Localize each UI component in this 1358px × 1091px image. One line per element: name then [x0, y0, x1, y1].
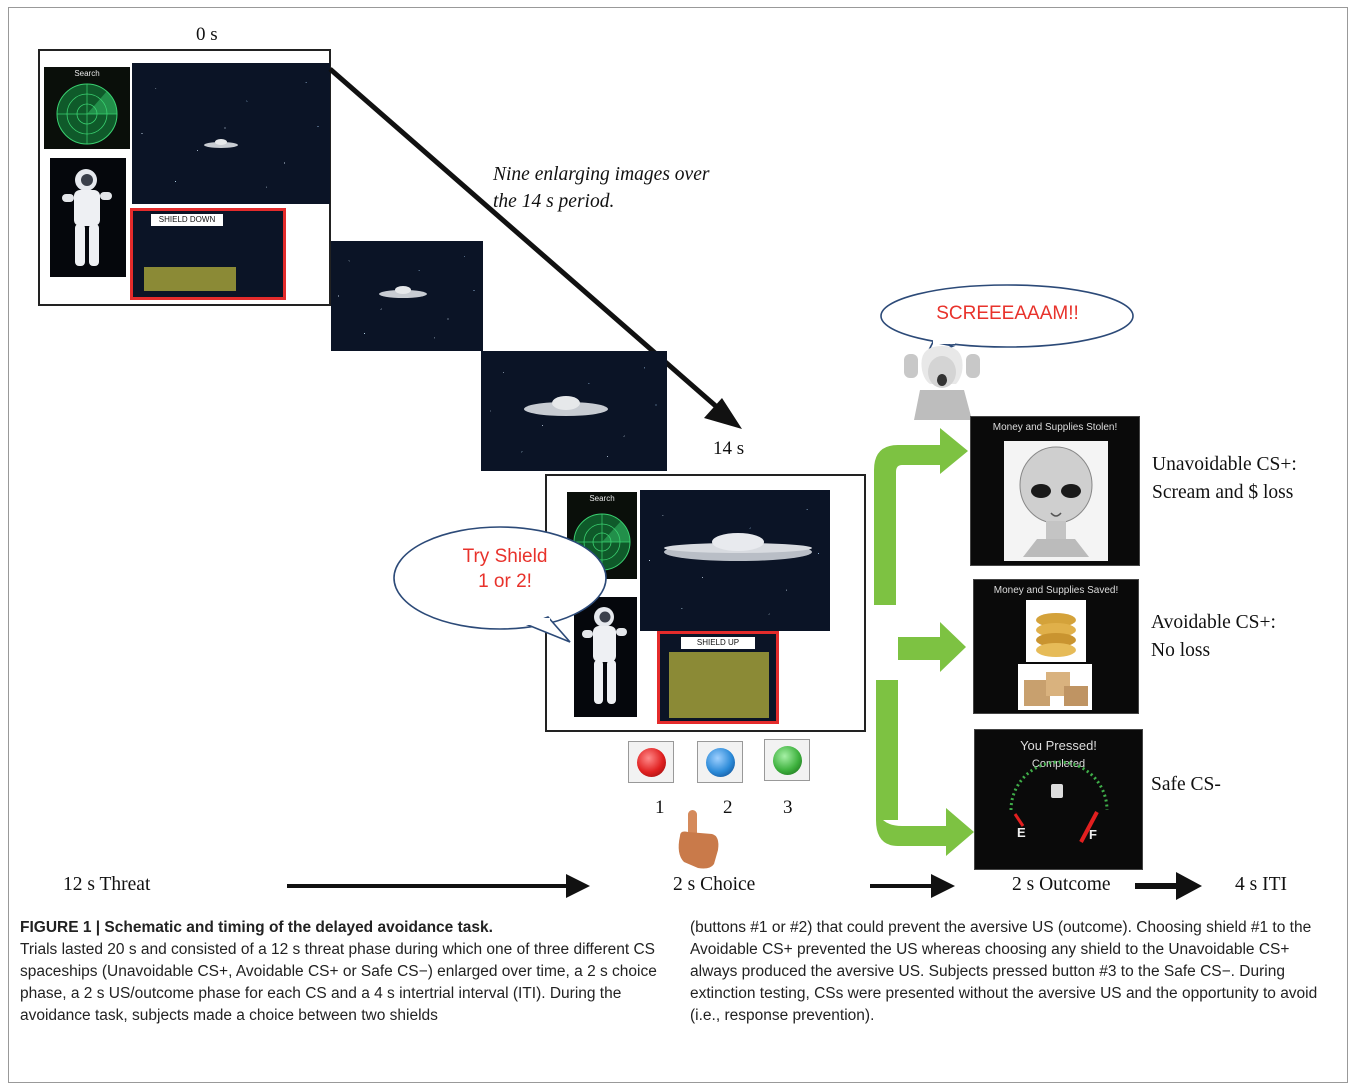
astronaut-icon	[582, 607, 627, 704]
caption-heading: FIGURE 1 | Schematic and timing of the d…	[20, 919, 493, 936]
radar-icon	[56, 83, 118, 145]
caption-right-text: (buttons #1 or #2) that could prevent th…	[690, 919, 1318, 1024]
outcome-label-line1: Avoidable CS+:	[1151, 612, 1276, 633]
outcome-label-line1: Unavoidable CS+:	[1152, 454, 1297, 475]
astronaut-icon	[62, 169, 112, 266]
screaming-woman-icon	[904, 346, 980, 420]
outcome-label-line2: Scream and $ loss	[1152, 482, 1294, 503]
ufo-icon	[379, 286, 427, 298]
time-label-14s: 14 s	[713, 438, 745, 459]
initial-screen: Search SHIELD DOWN	[38, 49, 331, 306]
radar-panel: Search	[44, 67, 130, 149]
astronaut-panel	[50, 158, 126, 277]
outcome-title: Money and Supplies Saved!	[993, 585, 1119, 596]
scream-text: SCREEEAAAM!!	[936, 303, 1079, 324]
timeline-iti: 4 s ITI	[1235, 874, 1287, 895]
gauge-empty-label: E	[1017, 825, 1026, 840]
button-1[interactable]	[628, 741, 674, 783]
button-3[interactable]	[764, 739, 810, 781]
intermediate-frame-2	[481, 351, 667, 471]
shield-field	[669, 652, 769, 718]
button-label-3: 3	[783, 797, 793, 818]
outcome-label-line2: No loss	[1151, 640, 1211, 661]
alien-icon	[1004, 441, 1108, 561]
blue-button-icon	[706, 748, 735, 777]
spaceship-view	[132, 63, 330, 204]
outcome-subtitle: Completed	[1031, 758, 1086, 770]
coins-and-boxes-icon	[1018, 600, 1092, 710]
outcome-title: You Pressed!	[1020, 738, 1097, 753]
outcome-screen-safe: You Pressed! Completed E F	[974, 729, 1143, 870]
gauge-full-label: F	[1089, 827, 1097, 842]
enlarge-note: Nine enlarging images over the 14 s peri…	[493, 164, 710, 212]
button-2[interactable]	[697, 741, 743, 783]
caption-left-text: Trials lasted 20 s and consisted of a 12…	[20, 941, 657, 1024]
red-button-icon	[637, 748, 666, 777]
radar-label: Search	[589, 494, 615, 503]
figure-caption-left: FIGURE 1 | Schematic and timing of the d…	[20, 917, 670, 1027]
pointing-hand-icon	[678, 810, 719, 869]
figure-caption-right: (buttons #1 or #2) that could prevent th…	[690, 917, 1338, 1027]
shield-up-panel: SHIELD UP	[657, 631, 779, 724]
outcome-screen-avoidable: Money and Supplies Saved!	[973, 579, 1139, 714]
shield-up-label: SHIELD UP	[681, 637, 755, 649]
intermediate-frame-1	[331, 241, 483, 351]
outcome-title: Money and Supplies Stolen!	[992, 422, 1118, 433]
outcome-label-safe: Safe CS-	[1151, 774, 1221, 795]
outcome-screen-unavoidable: Money and Supplies Stolen!	[970, 416, 1140, 566]
fuel-gauge-icon	[1009, 760, 1109, 843]
ufo-icon	[524, 396, 608, 416]
outcome-label-avoidable: Avoidable CS+: No loss	[1151, 609, 1276, 665]
button-label-2: 2	[723, 797, 733, 818]
timeline-threat: 12 s Threat	[63, 874, 151, 895]
timeline-outcome: 2 s Outcome	[1012, 874, 1111, 895]
try-shield-bubble	[393, 526, 607, 643]
green-button-icon	[773, 746, 802, 775]
button-label-1: 1	[655, 797, 665, 818]
astronaut-panel	[574, 597, 637, 717]
time-label-0s: 0 s	[196, 24, 218, 45]
outcome-label-unavoidable: Unavoidable CS+: Scream and $ loss	[1152, 451, 1297, 507]
figure-frame	[8, 7, 1348, 1083]
radar-label: Search	[74, 69, 100, 78]
try-shield-text: Try Shield 1 or 2!	[462, 546, 548, 592]
ufo-icon	[664, 533, 812, 561]
shield-field	[144, 267, 236, 291]
timeline-choice: 2 s Choice	[673, 874, 756, 895]
spaceship-view	[640, 490, 830, 631]
shield-down-label: SHIELD DOWN	[151, 214, 223, 226]
ufo-icon	[204, 139, 238, 148]
shield-down-panel: SHIELD DOWN	[130, 208, 286, 300]
